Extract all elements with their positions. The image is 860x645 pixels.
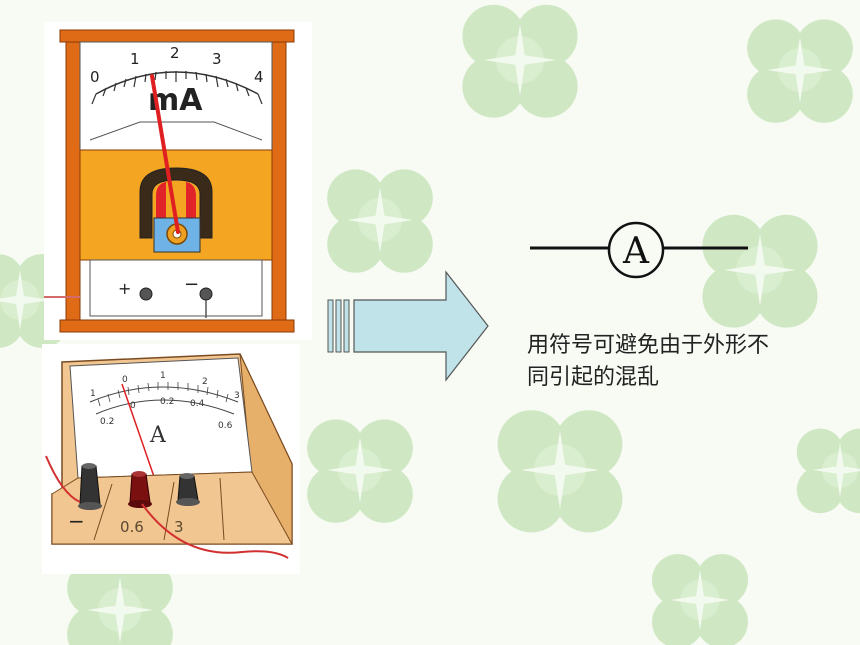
scale-label-0: 0 bbox=[90, 68, 100, 86]
terminal-negative-post bbox=[78, 463, 102, 510]
upper-scale-label-3: 2 bbox=[202, 377, 208, 387]
terminal-strip bbox=[89, 259, 263, 317]
terminal-06-post bbox=[128, 471, 152, 508]
upper-scale-label-1: 0 bbox=[122, 375, 128, 385]
lower-scale-label-3: 0.4 bbox=[190, 399, 205, 409]
ammeter-scale-ticks bbox=[97, 382, 229, 407]
upper-scale-label-4: 3 bbox=[234, 391, 240, 401]
meter-left-post bbox=[65, 41, 81, 321]
meter-bottom-bar bbox=[59, 319, 295, 333]
scale-label-2: 2 bbox=[170, 44, 180, 62]
meter-scale-ticks bbox=[91, 71, 263, 105]
ammeter-unit-label: A bbox=[149, 423, 167, 448]
milliammeter-panel: 0 1 2 3 4 mA + − bbox=[44, 22, 312, 340]
ammeter-panel: 1 0 1 2 3 0.2 0 0.2 0.4 0.6 A bbox=[42, 344, 300, 574]
scale-label-3: 3 bbox=[212, 50, 222, 68]
terminal-plus bbox=[139, 287, 153, 301]
caption: 用符号可避免由于外形不 同引起的混乱 bbox=[527, 330, 847, 394]
terminal-minus-label: − bbox=[184, 274, 199, 295]
scale-label-4: 4 bbox=[254, 68, 264, 86]
symbol-circle bbox=[607, 221, 665, 279]
upper-scale-label-0: 1 bbox=[90, 389, 96, 399]
terminal-3-label: 3 bbox=[174, 518, 184, 536]
milliammeter-illustration: 0 1 2 3 4 mA + − bbox=[44, 29, 295, 333]
meter-right-post bbox=[271, 41, 287, 321]
terminal-minus bbox=[199, 287, 213, 301]
meter-top-bar bbox=[59, 29, 295, 43]
lower-scale-label-1: 0 bbox=[130, 401, 136, 411]
caption-line-1: 用符号可避免由于外形不 bbox=[527, 333, 770, 358]
lower-scale-label-0: 0.2 bbox=[100, 417, 114, 427]
right-arrow-icon bbox=[327, 270, 489, 382]
wire-left bbox=[45, 455, 81, 503]
ammeter-symbol: A bbox=[530, 221, 748, 279]
ammeter-illustration: 1 0 1 2 3 0.2 0 0.2 0.4 0.6 A bbox=[45, 353, 293, 559]
wire-right bbox=[141, 503, 289, 559]
meter-needle bbox=[150, 74, 180, 234]
scale-label-1: 1 bbox=[130, 50, 140, 68]
terminal-negative-label: − bbox=[68, 509, 85, 533]
lower-scale-label-2: 0.2 bbox=[160, 397, 174, 407]
terminal-plus-label: + bbox=[118, 279, 131, 298]
terminal-3-post bbox=[176, 473, 200, 506]
symbol-letter: A bbox=[622, 231, 650, 272]
caption-line-2: 同引起的混乱 bbox=[527, 365, 660, 390]
terminal-06-label: 0.6 bbox=[120, 518, 144, 536]
lower-scale-label-4: 0.6 bbox=[218, 421, 233, 431]
upper-scale-label-2: 1 bbox=[160, 371, 166, 381]
